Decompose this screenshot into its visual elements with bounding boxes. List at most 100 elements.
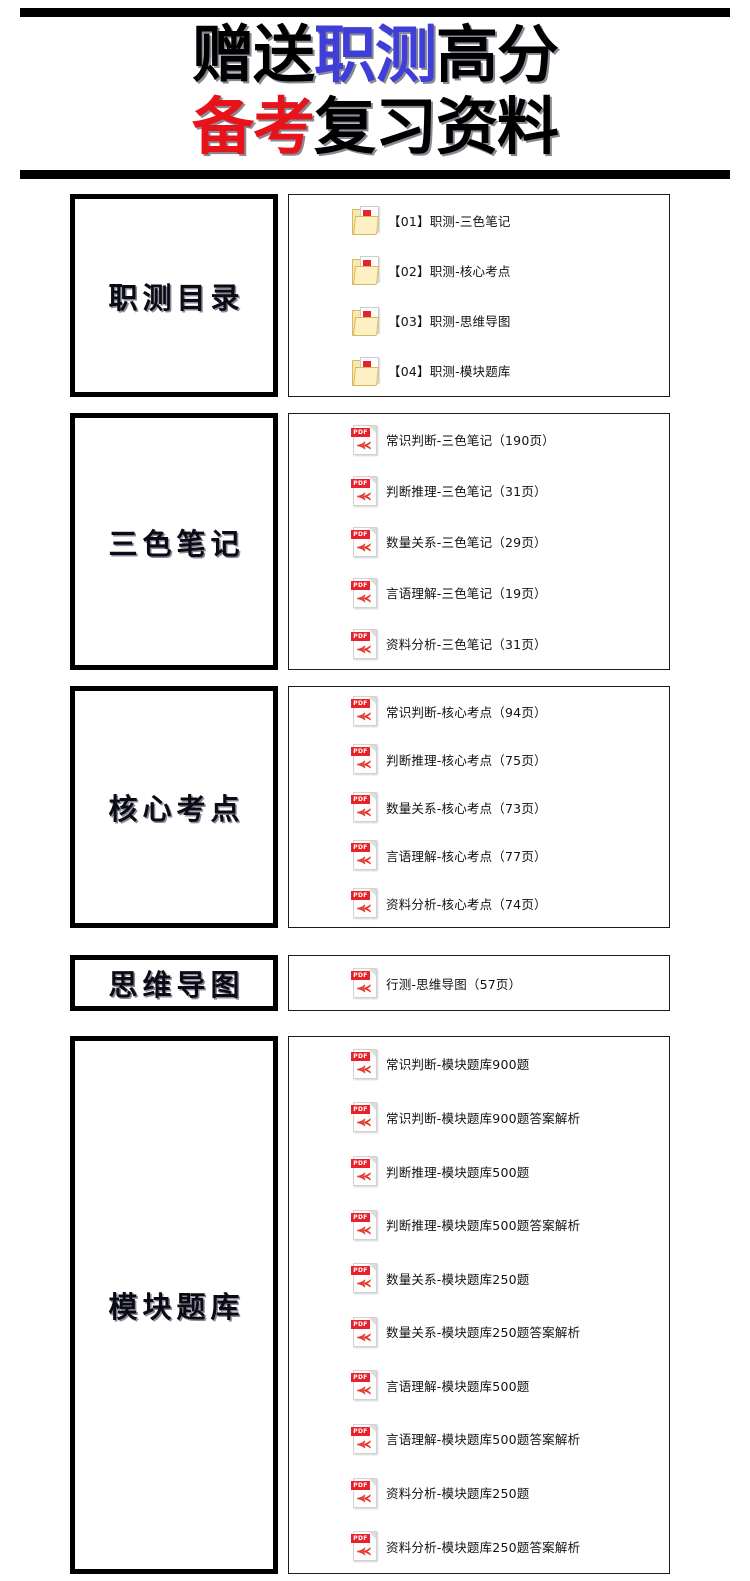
- file-name-label: 【02】职测-核心考点: [388, 263, 511, 279]
- pdf-band-label: PDF: [351, 1373, 370, 1383]
- file-list-item[interactable]: ⪻【04】职测-模块题库: [289, 346, 669, 396]
- file-name-label: 【03】职测-思维导图: [388, 314, 511, 330]
- file-list-item[interactable]: PDF⪻常识判断-模块题库900题答案解析: [289, 1091, 669, 1145]
- pdf-file-icon: PDF⪻: [351, 1477, 377, 1509]
- pdf-fold-corner: [369, 578, 376, 586]
- file-list-item[interactable]: PDF⪻常识判断-核心考点（94页）: [289, 687, 669, 735]
- category-box-4[interactable]: 思维导图: [70, 955, 278, 1011]
- file-list-item[interactable]: PDF⪻ 数量关系-模块题库250题答案解析: [289, 1305, 669, 1359]
- header-title-line-2: 备考复习资料: [0, 92, 750, 162]
- pdf-band-label: PDF: [351, 747, 370, 756]
- pdf-fold-corner: [369, 1157, 376, 1165]
- pdf-band-label: PDF: [351, 699, 370, 708]
- pdf-file-icon: PDF⪻: [351, 1048, 377, 1080]
- pdf-band-label: PDF: [351, 631, 370, 641]
- file-name-label: 判断推理-模块题库500题: [386, 1164, 530, 1180]
- title-line-2-run-0: 备考: [191, 90, 315, 163]
- folder-front-shape: [353, 266, 379, 286]
- pdf-file-icon: PDF⪻: [351, 628, 377, 660]
- file-list-item[interactable]: PDF⪻资料分析-模块题库250题: [289, 1466, 669, 1520]
- pdf-band-label: PDF: [351, 1051, 370, 1061]
- file-list-item[interactable]: PDF⪻言语理解-模块题库500题: [289, 1359, 669, 1413]
- pdf-file-icon: PDF⪻: [351, 1262, 377, 1294]
- file-name-label: 数量关系-模块题库250题答案解析: [386, 1325, 581, 1341]
- file-list-item[interactable]: PDF⪻ 资料分析-核心考点（74页）: [289, 879, 669, 927]
- file-list-item[interactable]: PDF⪻言语理解-核心考点（77页）: [289, 831, 669, 879]
- file-list-item[interactable]: ⪻ 【02】职测-核心考点: [289, 245, 669, 295]
- pdf-file-icon: PDF⪻: [351, 424, 377, 456]
- file-list-item[interactable]: PDF⪻常识判断-三色笔记（190页）: [289, 414, 669, 465]
- file-list-panel-4: PDF⪻行测-思维导图（57页）: [288, 955, 670, 1011]
- file-name-label: 数量关系-三色笔记（29页）: [386, 535, 547, 550]
- category-box-2[interactable]: 三色笔记: [70, 413, 278, 670]
- pdf-fold-corner: [369, 1424, 376, 1432]
- pdf-fold-corner: [369, 889, 376, 896]
- pdf-band-label: PDF: [351, 1105, 370, 1115]
- pdf-file-icon: PDF⪻: [351, 1101, 377, 1133]
- pdf-acrobat-glyph: ⪻: [356, 802, 372, 820]
- pdf-band-label: PDF: [351, 891, 370, 900]
- pdf-fold-corner: [369, 793, 376, 800]
- file-list-panel-1: ⪻【01】职测-三色笔记⪻【02】职测-核心考点⪻【03】职测-思维导图⪻【04…: [288, 194, 670, 397]
- pdf-acrobat-glyph: ⪻: [356, 898, 372, 916]
- header-banner: 赠送职测高分 备考复习资料: [0, 0, 750, 186]
- pdf-fold-corner: [369, 697, 376, 704]
- category-label: 思维导图: [108, 970, 245, 1002]
- folder-front-shape: [353, 316, 379, 336]
- file-list-item[interactable]: PDF⪻数量关系-模块题库250题: [289, 1251, 669, 1305]
- file-list-item[interactable]: PDF⪻判断推理-核心考点（75页）: [289, 735, 669, 783]
- file-list-item[interactable]: PDF⪻ 资料分析-三色笔记（31页）: [289, 618, 669, 669]
- category-label: 三色笔记: [108, 528, 245, 561]
- file-name-label: 资料分析-三色笔记（31页）: [386, 637, 547, 652]
- file-list-item[interactable]: PDF⪻行测-思维导图（57页）: [289, 956, 669, 1010]
- pdf-fold-corner: [369, 425, 376, 433]
- file-list-item[interactable]: PDF⪻言语理解-模块题库500题答案解析: [289, 1412, 669, 1466]
- folder-pdf-icon: ⪻: [351, 255, 379, 286]
- pdf-acrobat-glyph: ⪻: [356, 706, 372, 724]
- pdf-acrobat-glyph: ⪻: [356, 1433, 372, 1452]
- file-list-item[interactable]: PDF⪻判断推理-模块题库500题: [289, 1144, 669, 1198]
- pdf-file-icon: PDF⪻: [351, 695, 377, 727]
- folder-pdf-icon: ⪻: [351, 205, 379, 236]
- folder-document-band: [363, 210, 371, 217]
- file-name-label: 资料分析-核心考点（74页）: [386, 896, 547, 912]
- category-box-1[interactable]: 职测目录: [70, 194, 278, 397]
- pdf-acrobat-glyph: ⪻: [356, 978, 372, 996]
- file-list-item[interactable]: PDF⪻判断推理-模块题库500题答案解析: [289, 1198, 669, 1252]
- pdf-band-label: PDF: [351, 1534, 370, 1544]
- file-list-item[interactable]: PDF⪻言语理解-三色笔记（19页）: [289, 567, 669, 618]
- section-1: 职测目录⪻【01】职测-三色笔记⪻【02】职测-核心考点⪻【03】职测-思维导图…: [0, 194, 750, 397]
- folder-document-band: [363, 310, 371, 317]
- file-list-item[interactable]: ⪻【01】职测-三色笔记: [289, 195, 669, 245]
- file-name-label: 判断推理-三色笔记（31页）: [386, 484, 547, 499]
- category-box-3[interactable]: 核心考点: [70, 686, 278, 928]
- category-label: 核心考点: [108, 794, 245, 826]
- file-name-label: 言语理解-三色笔记（19页）: [386, 586, 547, 601]
- header-bottom-rule: [20, 170, 730, 179]
- pdf-band-label: PDF: [351, 843, 370, 852]
- pdf-file-icon: PDF⪻: [351, 1316, 377, 1348]
- pdf-band-label: PDF: [351, 795, 370, 804]
- pdf-acrobat-glyph: ⪻: [356, 1326, 372, 1345]
- file-name-label: 行测-思维导图（57页）: [386, 976, 522, 992]
- file-list-item[interactable]: PDF⪻常识判断-模块题库900题: [289, 1037, 669, 1091]
- file-name-label: 判断推理-模块题库500题答案解析: [386, 1218, 581, 1234]
- folder-document-band: [363, 360, 371, 367]
- category-box-5[interactable]: 模块题库: [70, 1036, 278, 1574]
- pdf-file-icon: PDF⪻: [351, 887, 377, 919]
- file-list-item[interactable]: ⪻【03】职测-思维导图: [289, 296, 669, 346]
- file-name-label: 言语理解-核心考点（77页）: [386, 848, 547, 864]
- pdf-acrobat-glyph: ⪻: [356, 1112, 372, 1131]
- pdf-band-label: PDF: [351, 478, 370, 488]
- file-list-item[interactable]: PDF⪻数量关系-三色笔记（29页）: [289, 516, 669, 567]
- pdf-page-shape: [353, 888, 377, 918]
- pdf-fold-corner: [369, 1532, 376, 1540]
- title-line-1-run-0: 赠送: [191, 18, 315, 91]
- pdf-band-label: PDF: [351, 580, 370, 590]
- file-list-panel-2: PDF⪻常识判断-三色笔记（190页）PDF⪻判断推理-三色笔记（31页）PDF…: [288, 413, 670, 670]
- file-list-item[interactable]: PDF⪻判断推理-三色笔记（31页）: [289, 465, 669, 516]
- file-list-item[interactable]: PDF⪻资料分析-模块题库250题答案解析: [289, 1519, 669, 1573]
- pdf-band-label: PDF: [351, 427, 370, 437]
- file-list-item[interactable]: PDF⪻数量关系-核心考点（73页）: [289, 783, 669, 831]
